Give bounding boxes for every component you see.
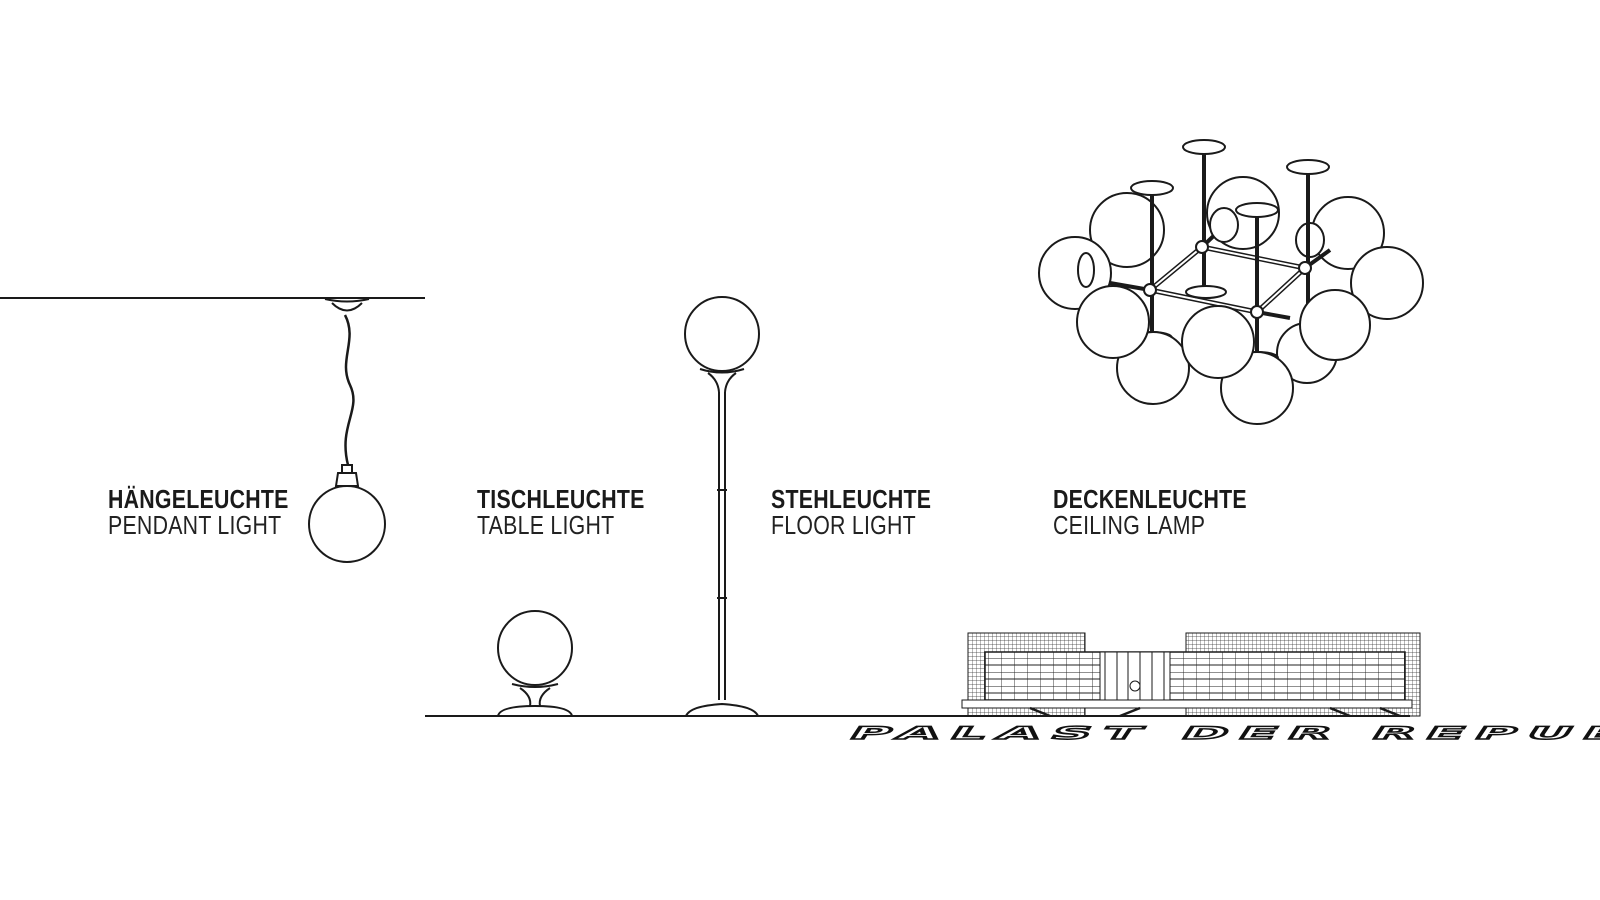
lamp-title: DECKENLEUCHTE [1053, 484, 1247, 514]
lamp-subtitle: PENDANT LIGHT [108, 510, 282, 540]
floor-light-drawing [684, 296, 760, 717]
lamp-title: TISCHLEUCHTE [477, 484, 645, 514]
table-light-drawing [496, 610, 574, 717]
lamp-label-pendant: HÄNGELEUCHTE PENDANT LIGHT [108, 486, 289, 538]
lamp-title: HÄNGELEUCHTE [108, 484, 289, 514]
lamp-label-ceiling: DECKENLEUCHTE CEILING LAMP [1053, 486, 1247, 538]
lamp-subtitle: FLOOR LIGHT [771, 510, 916, 540]
lamp-label-floor: STEHLEUCHTE FLOOR LIGHT [771, 486, 931, 538]
lamp-subtitle: TABLE LIGHT [477, 510, 615, 540]
lamp-label-table: TISCHLEUCHTE TABLE LIGHT [477, 486, 645, 538]
palast-der-republik-building [961, 632, 1421, 718]
lamp-subtitle: CEILING LAMP [1053, 510, 1206, 540]
palast-logo-text: PALAST DER REPUBLIK [843, 722, 1600, 745]
lamp-title: STEHLEUCHTE [771, 484, 932, 514]
pendant-light-drawing [308, 298, 386, 563]
ceiling-lamp-drawing [1038, 139, 1424, 425]
